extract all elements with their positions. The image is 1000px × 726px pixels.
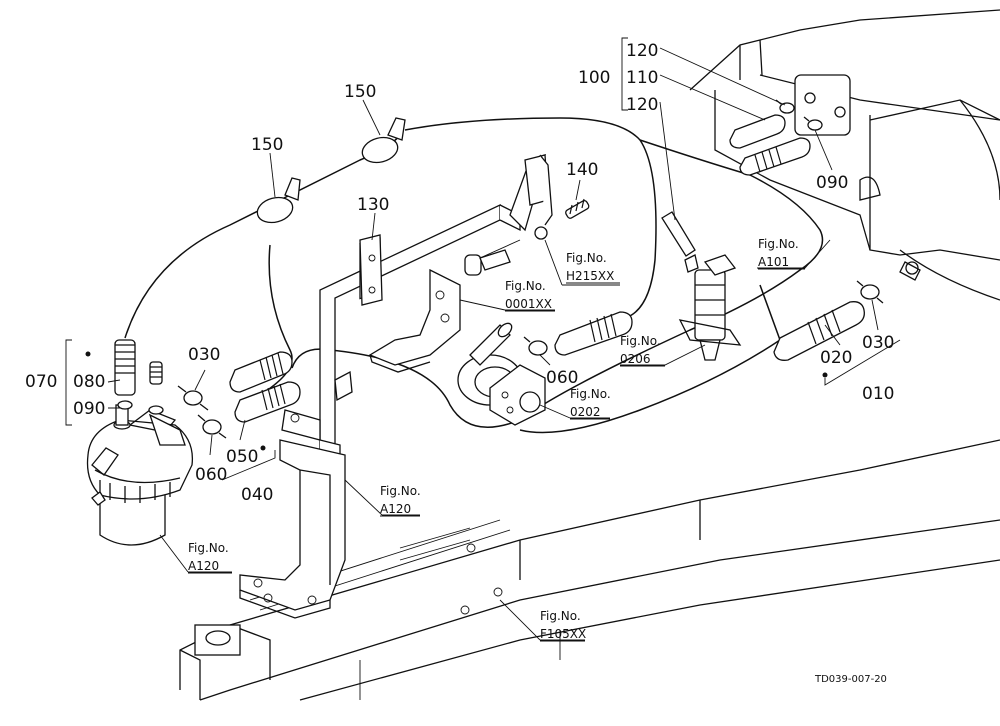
fig-ref-a120-left: A120	[188, 559, 219, 573]
fig-ref-a120-mid: A120	[380, 502, 411, 516]
label-100: 100	[578, 68, 610, 88]
fig-ref-0202: 0202	[570, 405, 601, 419]
drawing-code: TD039-007-20	[814, 674, 887, 685]
label-050: 050	[226, 447, 258, 467]
fig-ref-underlines	[188, 268, 805, 642]
mounting-bracket	[281, 203, 521, 461]
fig-prefix-0206: Fig.No.	[620, 334, 661, 348]
bracket-0001xx	[368, 268, 461, 373]
fig-prefix-0202: Fig.No.	[570, 387, 611, 401]
label-030-left: 030	[188, 345, 220, 365]
label-080: 080	[73, 372, 105, 392]
label-070: 070	[25, 372, 57, 392]
label-140: 140	[566, 160, 598, 180]
fuel-filter-assembly	[86, 404, 194, 546]
fig-prefix-0001xx: Fig.No.	[505, 279, 546, 293]
figure-references: Fig.No. H215XX Fig.No. A101 Fig.No. 0001…	[188, 237, 799, 641]
fig-prefix-a120-left: Fig.No.	[188, 541, 229, 555]
label-120-top: 120	[626, 41, 658, 61]
injector-nozzle	[678, 254, 742, 361]
hose-segments	[114, 114, 865, 423]
label-150-left: 150	[251, 135, 283, 155]
label-060-left: 060	[195, 465, 227, 485]
fig-prefix-f105xx: Fig.No.	[540, 609, 581, 623]
label-120-bottom: 120	[626, 95, 658, 115]
label-090-left: 090	[73, 399, 105, 419]
label-090-right: 090	[816, 173, 848, 193]
fig-ref-a101: A101	[758, 255, 789, 269]
fig-ref-h215xx: H215XX	[566, 269, 614, 283]
fig-prefix-a101: Fig.No.	[758, 237, 799, 251]
label-030-right: 030	[862, 333, 894, 353]
lever-assembly	[464, 154, 553, 276]
label-110: 110	[626, 68, 658, 88]
part-labels: 150 150 130 140 120 100 110 120 090 070 …	[25, 41, 894, 505]
fig-prefix-a120-mid: Fig.No.	[380, 484, 421, 498]
fig-prefix-h215xx: Fig.No.	[566, 251, 607, 265]
support-stand	[239, 439, 346, 619]
fig-ref-0206: 0206	[620, 352, 651, 366]
label-040: 040	[241, 485, 273, 505]
fuel-pump	[457, 322, 546, 426]
label-130: 130	[357, 195, 389, 215]
label-150-top: 150	[344, 82, 376, 102]
hose-clamps	[117, 99, 884, 439]
label-010: 010	[862, 384, 894, 404]
label-060-middle: 060	[546, 368, 578, 388]
tank-outline	[689, 9, 1000, 301]
fig-ref-f105xx: F105XX	[540, 627, 586, 641]
fig-ref-0001xx: 0001XX	[505, 297, 552, 311]
label-020: 020	[820, 348, 852, 368]
leader-lines	[65, 37, 901, 641]
